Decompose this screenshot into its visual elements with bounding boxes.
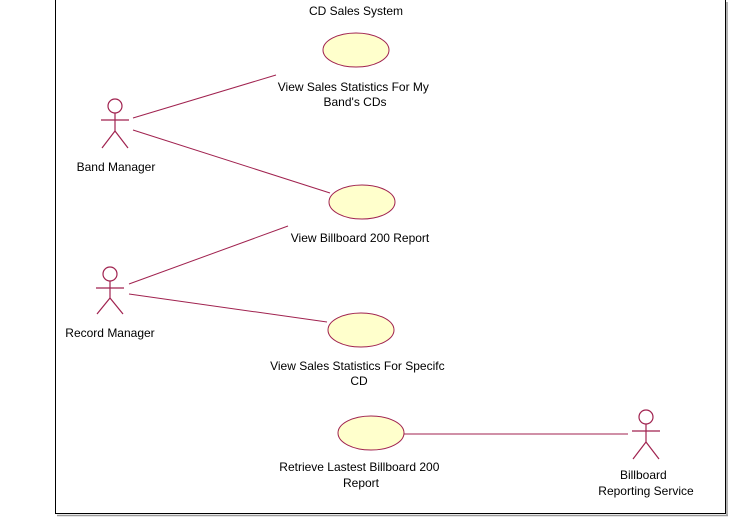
use-case-view-sales-stats-my-band[interactable]: View Sales Statistics For My Band's CDs	[278, 32, 433, 109]
use-case-label-line: Band's CDs	[324, 95, 387, 109]
association-band-manager-view-sales-stats-my-band	[132, 74, 277, 119]
system-boundary	[55, 0, 728, 517]
actor-band-manager[interactable]: Band Manager	[77, 98, 156, 174]
association-band-manager-view-billboard-200	[132, 129, 331, 194]
use-case-label-line: Retrieve Lastest Billboard 200	[279, 460, 439, 474]
actor-label-line: Billboard	[620, 468, 667, 482]
use-case-ellipse	[322, 32, 390, 68]
associations	[128, 74, 628, 435]
system-title: CD Sales System	[309, 4, 403, 18]
association-record-manager-view-billboard-200	[128, 225, 289, 285]
use-case-label-line: View Billboard 200 Report	[291, 231, 430, 245]
use-case-label-line: CD	[350, 374, 368, 388]
svg-text:View Billboard 200 Report: View Billboard 200 Report	[291, 231, 430, 245]
svg-text:View Sales Statistics For Spec: View Sales Statistics For Specifc CD	[270, 359, 448, 388]
svg-text:Billboard Reporting Serv: Billboard Reporting Service	[598, 468, 694, 498]
stick-figure-icon	[96, 266, 124, 315]
use-case-label-line: View Sales Statistics For My	[278, 80, 429, 94]
stick-figure-icon	[101, 98, 129, 149]
use-case-label-line: View Sales Statistics For Specifc	[270, 359, 445, 373]
association-record-manager-view-sales-stats-specific-cd	[128, 293, 328, 323]
svg-text:View Sales Statistics For My: View Sales Statistics For My Band's CDs	[278, 80, 433, 109]
actor-label: Band Manager	[77, 160, 156, 174]
use-case-label-line: Report	[343, 476, 380, 490]
use-case-view-billboard-200[interactable]: View Billboard 200 Report	[291, 184, 430, 245]
use-case-view-sales-stats-specific-cd[interactable]: View Sales Statistics For Specifc CD	[270, 312, 448, 388]
stick-figure-icon	[632, 409, 660, 460]
use-case-ellipse	[327, 312, 395, 348]
use-case-retrieve-latest-billboard-200[interactable]: Retrieve Lastest Billboard 200 Report	[279, 415, 442, 490]
use-case-ellipse	[337, 415, 405, 451]
actor-record-manager[interactable]: Record Manager	[65, 266, 155, 340]
actor-label: Record Manager	[65, 326, 154, 340]
actor-billboard-reporting-service[interactable]: Billboard Reporting Service	[598, 409, 694, 498]
actor-label-line: Reporting Service	[598, 484, 694, 498]
svg-text:Retrieve Lastest Billboard 200: Retrieve Lastest Billboard 200 Report	[279, 460, 442, 490]
use-case-ellipse	[328, 184, 396, 220]
